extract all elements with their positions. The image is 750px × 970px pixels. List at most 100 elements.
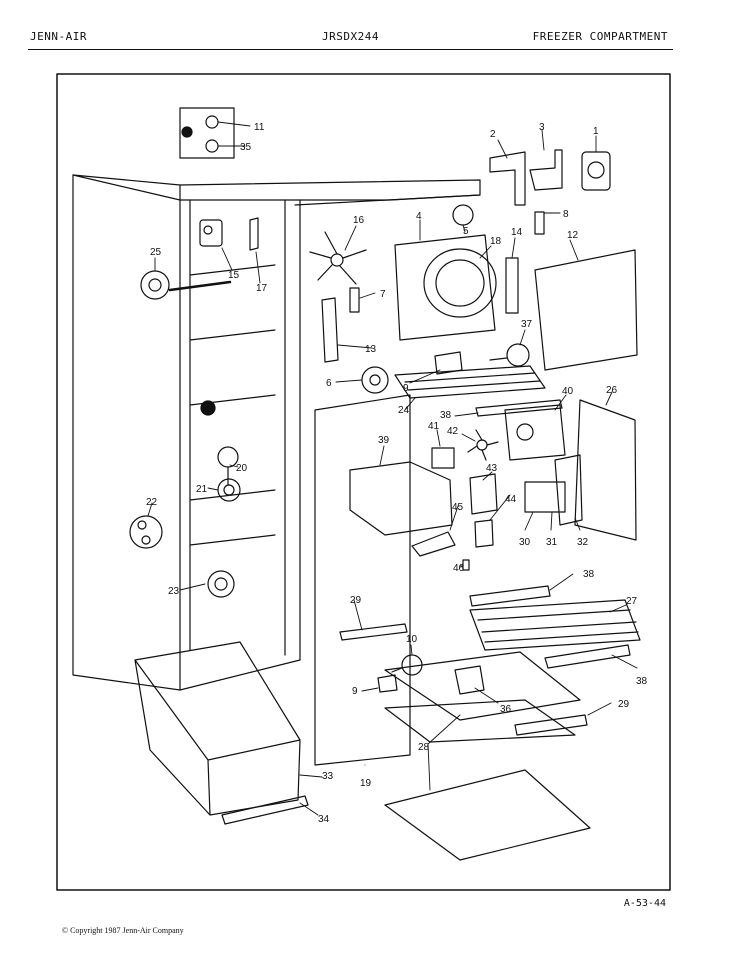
- part-44-bracket: [474, 519, 494, 548]
- callout-22: 22: [146, 497, 158, 508]
- callout-10: 10: [406, 634, 418, 645]
- callout-27: 27: [626, 596, 638, 607]
- part-40-damper: [504, 404, 566, 461]
- part-43-housing: [469, 473, 498, 515]
- callout-28: 28: [418, 742, 430, 753]
- callout-45: 45: [452, 502, 464, 513]
- callout-3: 3: [539, 122, 545, 133]
- callout-42: 42: [447, 426, 459, 437]
- cabinet: [72, 174, 481, 691]
- callout-7: 7: [380, 289, 386, 300]
- part-13-rail: [321, 297, 339, 363]
- part-28-pan-top: [384, 651, 581, 721]
- callout-32: 32: [577, 537, 589, 548]
- part-4-evaporator-cover: [394, 234, 496, 341]
- part-29-rail-lower: [514, 714, 588, 736]
- part-28-pan-bottom: [384, 769, 591, 861]
- part-30-frame: [524, 481, 566, 513]
- part-28-pan-mid: [384, 699, 576, 743]
- part-16-fan-blade: [309, 231, 367, 285]
- part-38-trim-upper: [475, 399, 563, 417]
- part-2-bracket: [489, 151, 526, 206]
- callout-18: 18: [490, 236, 502, 247]
- callout-30: 30: [519, 537, 531, 548]
- callout-41: 41: [428, 421, 440, 432]
- part-29-rail: [339, 623, 408, 641]
- part-45-arm: [411, 531, 456, 557]
- part-6-roller: [361, 366, 389, 394]
- part-34-bin-rail: [221, 795, 309, 825]
- part-26-door-frame: [574, 399, 637, 541]
- callout-38: 38: [583, 569, 595, 580]
- callout-44: 44: [505, 494, 517, 505]
- part-25-bracket: [168, 280, 232, 292]
- part-9-socket-lower: [377, 674, 398, 693]
- callout-25: 25: [150, 247, 162, 258]
- callout-14: 14: [511, 227, 523, 238]
- section-title: FREEZER COMPARTMENT: [532, 30, 668, 43]
- callout-38: 38: [440, 410, 452, 421]
- part-7-spacer: [349, 287, 360, 313]
- callout-43: 43: [486, 463, 498, 474]
- part-37-bulb: [489, 343, 530, 367]
- callout-35: 35: [240, 142, 252, 153]
- part-3-bracket: [529, 149, 563, 191]
- header-rule: [28, 49, 673, 50]
- callout-9: 9: [352, 686, 358, 697]
- part-19-liner: [314, 394, 411, 766]
- callout-5: 5: [463, 226, 469, 237]
- part-23-roller: [207, 570, 235, 598]
- callout-9: 9: [403, 383, 409, 394]
- part-42-fan: [467, 429, 499, 461]
- part-17-clip: [249, 217, 259, 251]
- callout-29: 29: [350, 595, 362, 606]
- part-38-trim-left: [469, 585, 551, 607]
- callout-34: 34: [318, 814, 330, 825]
- part-18-fan-motor: [423, 248, 497, 318]
- callout-17: 17: [256, 283, 268, 294]
- callout-15: 15: [228, 270, 240, 281]
- part-15-thermostat: [199, 219, 223, 247]
- callout-21: 21: [196, 484, 208, 495]
- callout-13: 13: [365, 344, 377, 355]
- callout-29: 29: [618, 699, 630, 710]
- callout-12: 12: [567, 230, 579, 241]
- part-31-32-panel: [554, 454, 583, 526]
- callout-38: 38: [636, 676, 648, 687]
- callout-37: 37: [521, 319, 533, 330]
- callout-40: 40: [562, 386, 574, 397]
- callout-2: 2: [490, 129, 496, 140]
- callout-26: 26: [606, 385, 618, 396]
- left-fastener: [200, 400, 216, 416]
- callout-11: 11: [254, 122, 265, 133]
- part-14-channel: [505, 257, 519, 314]
- callout-8: 8: [563, 209, 569, 220]
- part-8-spacer: [534, 211, 545, 235]
- part-36-cover: [454, 665, 485, 695]
- part-20-screw: [217, 446, 239, 486]
- callout-23: 23: [168, 586, 180, 597]
- part-11-lamp-socket: [205, 115, 219, 129]
- diagram-frame: [56, 73, 671, 891]
- part-33-ice-bin: [134, 641, 301, 816]
- part-46-clip: [462, 559, 470, 571]
- callout-20: 20: [236, 463, 248, 474]
- part-22-hinge: [129, 515, 163, 549]
- callout-36: 36: [500, 704, 512, 715]
- part-38-trim-lower: [544, 644, 631, 669]
- callout-39: 39: [378, 435, 390, 446]
- copyright-notice: © Copyright 1987 Jenn-Air Company: [62, 926, 184, 935]
- model-number: JRSDX244: [322, 30, 379, 43]
- part-5-fan: [452, 204, 474, 226]
- part-12-panel: [534, 249, 638, 371]
- callout-24: 24: [398, 405, 410, 416]
- part-35-lamp-socket: [205, 139, 219, 153]
- brand-label: JENN-AIR: [30, 30, 87, 43]
- part-41-motor: [431, 447, 455, 469]
- part-25-knob: [140, 270, 170, 300]
- part-39-icemaker: [349, 461, 453, 536]
- callout-19: 19: [360, 778, 372, 789]
- callout-46: 46: [453, 563, 465, 574]
